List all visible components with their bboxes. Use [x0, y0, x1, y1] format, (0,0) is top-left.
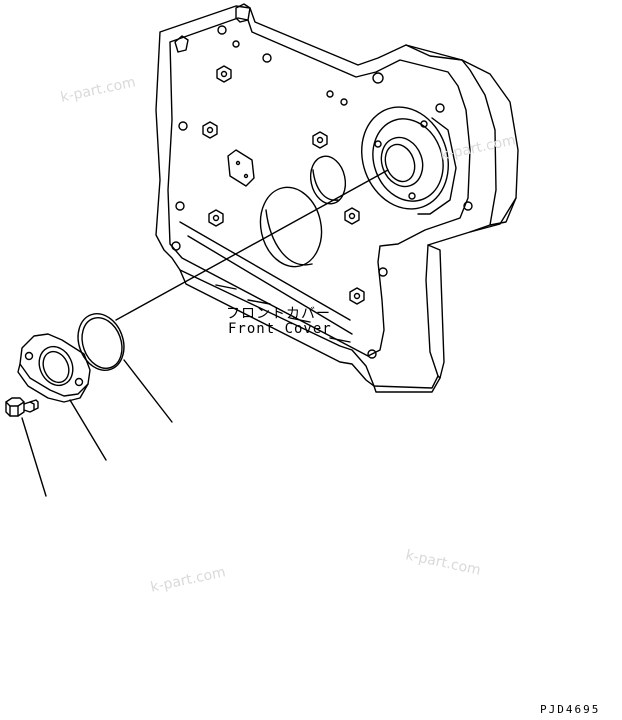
leader-line-cover-plate: [69, 399, 107, 461]
leader-line-bolt: [21, 417, 47, 497]
part-label-english: Front Cover: [228, 321, 332, 337]
part-label-japanese: フロントカバー: [226, 306, 331, 322]
leader-line-oring-to-cover: [115, 169, 389, 321]
cover-plate: [17, 333, 91, 403]
front-cover-housing: [155, 3, 519, 393]
o-ring: [77, 313, 125, 371]
figure-code: PJD4695: [540, 703, 601, 716]
bolt: [5, 397, 39, 417]
leader-line-oring: [123, 359, 173, 423]
